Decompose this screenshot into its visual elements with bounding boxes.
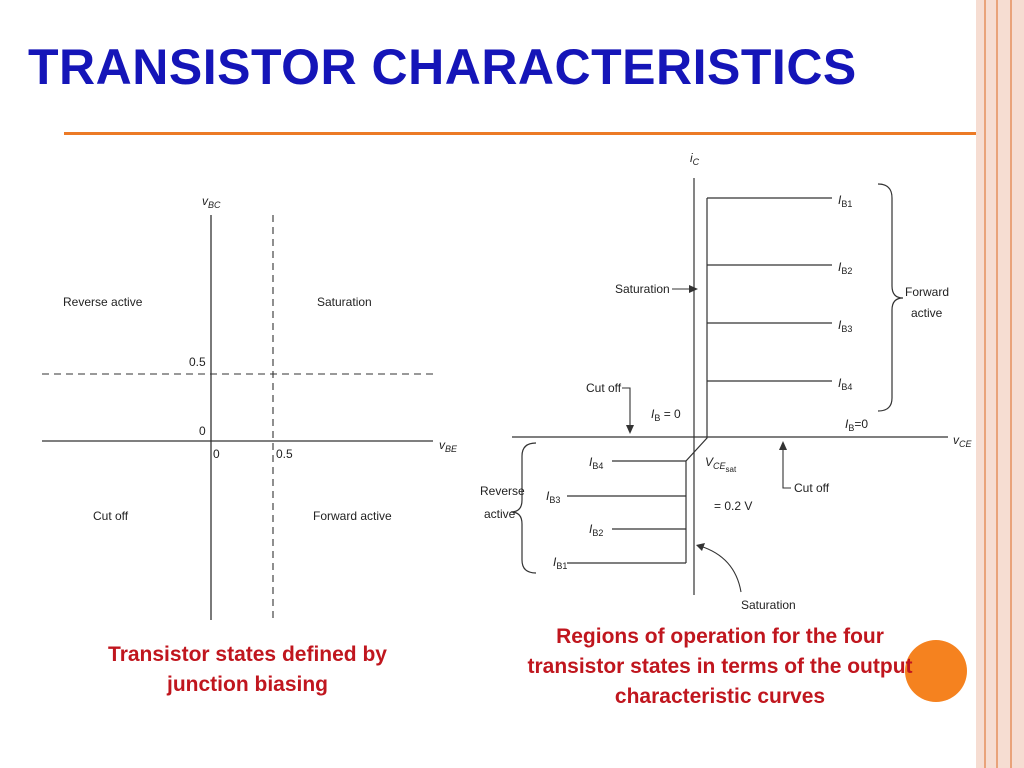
ic-axis-label: iC xyxy=(690,151,700,167)
label-ib3-reverse: IB3 xyxy=(546,489,560,505)
decorative-orange-circle xyxy=(905,640,967,702)
label-ib2-reverse: IB2 xyxy=(589,522,603,538)
label-cutoff-left: Cut off xyxy=(586,381,622,395)
label-ib1-reverse: IB1 xyxy=(553,555,567,571)
region-label-forward-active: Forward active xyxy=(313,509,392,523)
right-caption-line-1: Regions of operation for the four xyxy=(556,625,884,648)
saturation-bottom-pointer xyxy=(699,545,742,593)
label-saturation-bottom: Saturation xyxy=(741,598,796,612)
tick-label-vbc-0: 0 xyxy=(199,424,206,438)
region-label-saturation: Saturation xyxy=(317,295,372,309)
pointer-arrowheads xyxy=(626,285,787,551)
saturation-boundary-curve xyxy=(685,198,708,563)
title-underline xyxy=(64,132,976,135)
label-cutoff-right: Cut off xyxy=(794,481,830,495)
vce-axis-label: vCE xyxy=(953,433,972,449)
left-diagram-caption: Transistor states defined by junction bi… xyxy=(60,640,435,700)
arrowhead xyxy=(779,441,787,450)
label-vce-sat-value: = 0.2 V xyxy=(714,499,752,513)
slide-border-decoration xyxy=(976,0,1024,768)
left-caption-line-2: junction biasing xyxy=(167,673,328,696)
junction-bias-labels: vBC vBE 0.5 0 0 0.5 Reverse active Satur… xyxy=(63,194,458,523)
arrowhead xyxy=(689,285,698,293)
forward-active-brace xyxy=(877,183,904,412)
junction-bias-diagram xyxy=(42,215,433,620)
tick-label-vbe-0: 0 xyxy=(213,447,220,461)
output-characteristics-labels: iC vCE IB1 IB2 IB3 IB4 IB4 IB3 IB2 IB1 I… xyxy=(480,151,972,612)
region-label-reverse-active: Reverse active xyxy=(63,295,143,309)
label-reverse-active-2: active xyxy=(484,507,516,521)
left-caption-line-1: Transistor states defined by xyxy=(108,643,387,666)
reverse-active-brace xyxy=(510,442,537,574)
cutoff-right-pointer xyxy=(782,447,791,489)
label-ib2-forward: IB2 xyxy=(838,260,852,276)
label-vce-sat: VCEsat xyxy=(705,455,737,474)
label-ib4-reverse: IB4 xyxy=(589,455,603,471)
border-stripe xyxy=(984,0,986,768)
arrowhead xyxy=(696,543,705,551)
label-ib1-forward: IB1 xyxy=(838,193,852,209)
label-reverse-active-1: Reverse xyxy=(480,484,525,498)
label-ib4-forward: IB4 xyxy=(838,376,852,392)
cutoff-left-pointer xyxy=(622,387,631,427)
right-caption-line-2: transistor states in terms of the output xyxy=(527,655,913,678)
output-characteristics-diagram xyxy=(510,178,948,595)
border-stripe xyxy=(996,0,998,768)
label-forward-active-2: active xyxy=(911,306,943,320)
slide-title: TRANSISTOR CHARACTERISTICS xyxy=(28,39,857,95)
label-saturation-top: Saturation xyxy=(615,282,670,296)
label-forward-active-1: Forward xyxy=(905,285,949,299)
vbc-axis-label: vBC xyxy=(202,194,221,210)
label-ib-zero-right: IB=0 xyxy=(845,417,868,433)
vbe-axis-label: vBE xyxy=(439,438,458,454)
label-ib-zero-left: IB = 0 xyxy=(651,407,681,423)
tick-label-vbe-05: 0.5 xyxy=(276,447,293,461)
label-ib3-forward: IB3 xyxy=(838,318,852,334)
tick-label-vbc-05: 0.5 xyxy=(189,355,206,369)
region-label-cut-off: Cut off xyxy=(93,509,129,523)
arrowhead xyxy=(626,425,634,434)
border-stripe xyxy=(1010,0,1012,768)
right-diagram-caption: Regions of operation for the four transi… xyxy=(478,622,962,712)
right-caption-line-3: characteristic curves xyxy=(614,685,826,708)
